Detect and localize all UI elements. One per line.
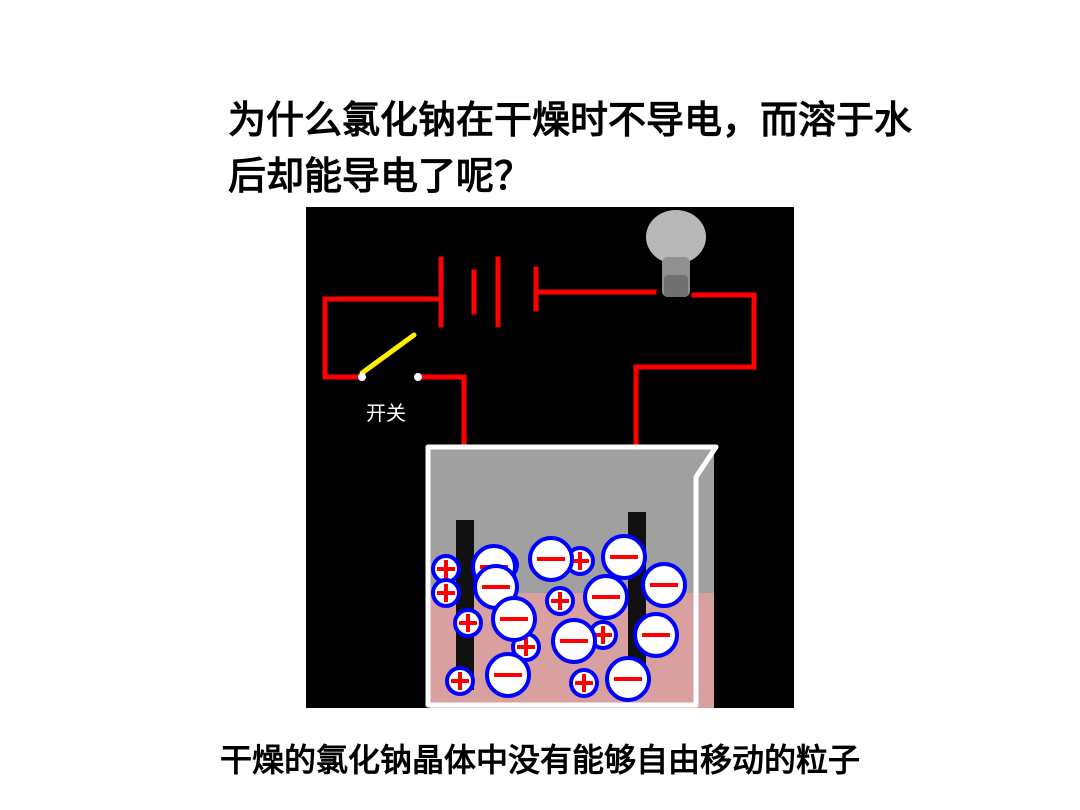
question-line-2: 后却能导电了呢？: [228, 153, 533, 198]
negative-ion: [528, 536, 574, 582]
battery-icon: [438, 256, 539, 328]
question-title: 为什么氯化钠在干燥时不导电，而溶于水 后却能导电了呢？: [228, 92, 1008, 204]
negative-ion: [583, 574, 629, 620]
conductivity-diagram: 开关: [306, 207, 794, 708]
negative-ion: [633, 612, 679, 658]
positive-ion: [569, 668, 599, 698]
positive-ion: [431, 554, 461, 584]
negative-ion: [641, 562, 687, 608]
electrode-left: [456, 520, 474, 690]
negative-ion: [605, 656, 651, 702]
wire-bulb-to-right: [633, 292, 757, 520]
positive-ion: [545, 586, 575, 616]
negative-ion: [601, 534, 647, 580]
negative-ion: [551, 618, 597, 664]
bulb-icon: [646, 210, 706, 297]
wire-left-loop: [322, 296, 441, 380]
negative-ion: [491, 596, 537, 642]
switch-label: 开关: [366, 401, 406, 425]
switch-icon: [358, 332, 422, 381]
negative-ion: [485, 652, 531, 698]
ion-layer: [431, 534, 687, 702]
circuit-wires: [322, 289, 757, 528]
positive-ion: [431, 578, 461, 608]
positive-ion: [453, 608, 483, 638]
positive-ion: [445, 666, 475, 696]
question-line-1: 为什么氯化钠在干燥时不导电，而溶于水: [228, 97, 913, 142]
caption: 干燥的氯化钠晶体中没有能够自由移动的粒子: [219, 741, 860, 779]
